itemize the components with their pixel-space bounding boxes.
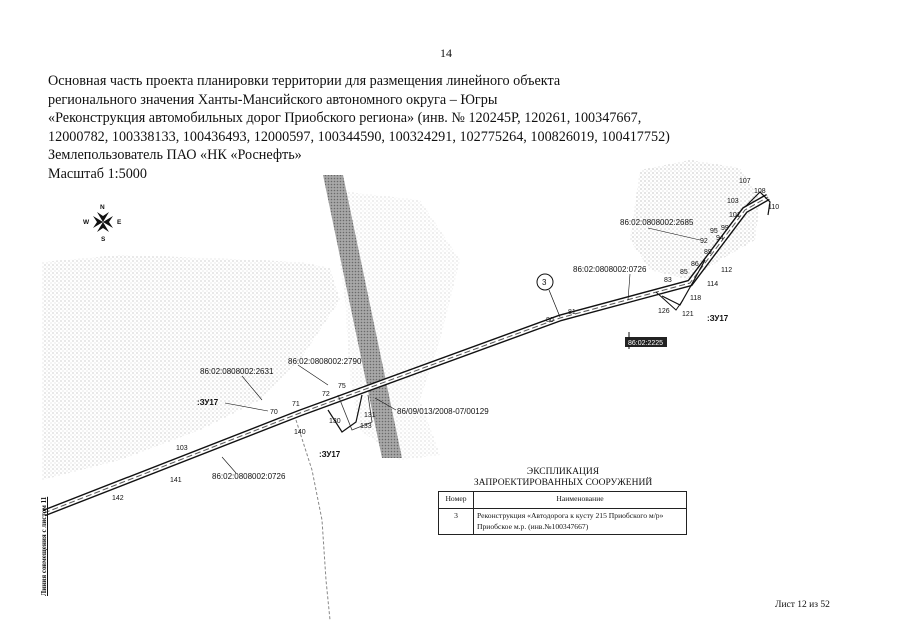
cadastral-box-marker xyxy=(625,337,667,347)
explication-header-row: Номер Наименование xyxy=(438,491,687,509)
side-road xyxy=(295,419,331,621)
point-92: 92 xyxy=(700,238,708,245)
point-80: 80 xyxy=(546,317,554,324)
point-numbers: 107 108 110 103 101 99 95 94 92 89 86 11… xyxy=(112,178,779,502)
sheet-info: Лист 12 из 52 xyxy=(775,600,830,610)
point-72: 72 xyxy=(322,391,330,398)
point-70: 70 xyxy=(270,409,278,416)
point-133: 133 xyxy=(360,423,372,430)
point-103-west: 103 xyxy=(176,445,188,452)
page-number: 14 xyxy=(440,46,452,60)
pipeline-corridor xyxy=(323,175,402,458)
point-94: 94 xyxy=(716,235,724,242)
cadastral-label-2790: 86:02:0808002:2790 xyxy=(288,357,362,366)
header-line-4: 12000782, 100338133, 100436493, 12000597… xyxy=(48,128,670,145)
point-75: 75 xyxy=(338,383,346,390)
cadastral-box-label: 86:02:2225 xyxy=(628,340,663,347)
road-corridor xyxy=(42,193,770,517)
compass-east: E xyxy=(117,219,122,226)
column-header-number: Номер xyxy=(438,491,474,509)
point-99: 99 xyxy=(721,225,729,232)
explication-table: Номер Наименование 3 Реконструкция «Авто… xyxy=(438,491,687,535)
object-number: 3 xyxy=(542,278,547,287)
permit-label: 86/09/013/2008-07/00129 xyxy=(397,407,489,416)
table-row: 3 Реконструкция «Автодорога к кусту 215 … xyxy=(438,508,687,535)
zone-label-west: :ЗУ17 xyxy=(197,398,219,407)
junction-east xyxy=(661,259,706,306)
column-header-name: Наименование xyxy=(473,491,687,509)
point-71: 71 xyxy=(292,401,300,408)
vegetation-area-west xyxy=(42,255,340,480)
explication-title-line-2: ЗАПРОЕКТИРОВАННЫХ СООРУЖЕНИЙ xyxy=(473,478,653,488)
compass-north: N xyxy=(100,204,105,211)
point-83: 83 xyxy=(664,277,672,284)
point-81: 81 xyxy=(568,309,576,316)
compass-south: S xyxy=(101,236,106,243)
point-140: 140 xyxy=(294,429,306,436)
point-142: 142 xyxy=(112,495,124,502)
row-number: 3 xyxy=(438,508,474,535)
match-line-note: Линия совмещения с листом 11 xyxy=(40,496,48,596)
point-101: 101 xyxy=(729,212,741,219)
cadastral-label-0726-bottom: 86:02:0808002:0726 xyxy=(212,472,286,481)
header-line-1: Основная часть проекта планировки террит… xyxy=(48,73,561,89)
point-114: 114 xyxy=(707,281,718,288)
junction-west xyxy=(327,394,363,433)
point-141: 141 xyxy=(170,477,182,484)
zone-label-south: :ЗУ17 xyxy=(319,450,341,459)
explication-title-line-1: ЭКСПЛИКАЦИЯ xyxy=(526,467,600,477)
point-108: 108 xyxy=(754,188,766,195)
zone-label-east: :ЗУ17 xyxy=(707,314,729,323)
header-line-2: регионального значения Ханты-Мансийского… xyxy=(48,91,498,108)
header-line-3: «Реконструкция автомобильных дорог Приоб… xyxy=(48,110,642,127)
cadastral-label-2631: 86:02:0808002:2631 xyxy=(200,367,274,376)
cadastral-label-2685: 86:02:0808002:2685 xyxy=(620,218,694,227)
point-121: 121 xyxy=(682,311,694,318)
point-86: 86 xyxy=(691,261,699,268)
object-number-circle xyxy=(536,273,554,291)
compass-rose-icon: N S W E xyxy=(83,204,122,243)
explication-title: ЭКСПЛИКАЦИЯ ЗАПРОЕКТИРОВАННЫХ СООРУЖЕНИЙ xyxy=(448,467,678,489)
point-89: 89 xyxy=(704,249,712,256)
point-131: 131 xyxy=(364,412,376,419)
header-line-5: Землепользователь ПАО «НК «Роснефть» xyxy=(48,147,302,164)
point-110: 110 xyxy=(768,204,779,211)
point-118: 118 xyxy=(690,295,701,302)
vegetation-area-northeast xyxy=(630,160,760,280)
document-header: Основная часть проекта планировки террит… xyxy=(48,72,848,184)
compass-west: W xyxy=(83,219,90,226)
road-end xyxy=(745,191,771,216)
point-85: 85 xyxy=(680,269,688,276)
point-130: 130 xyxy=(329,418,341,425)
point-95: 95 xyxy=(710,228,718,235)
point-112: 112 xyxy=(721,267,732,274)
row-name: Реконструкция «Автодорога к кусту 215 Пр… xyxy=(473,508,687,535)
header-line-6: Масштаб 1:5000 xyxy=(48,165,147,182)
point-107: 107 xyxy=(739,178,751,185)
cadastral-label-0726-top: 86:02:0808002:0726 xyxy=(573,265,647,274)
point-103: 103 xyxy=(727,198,739,205)
point-126: 126 xyxy=(658,308,670,315)
